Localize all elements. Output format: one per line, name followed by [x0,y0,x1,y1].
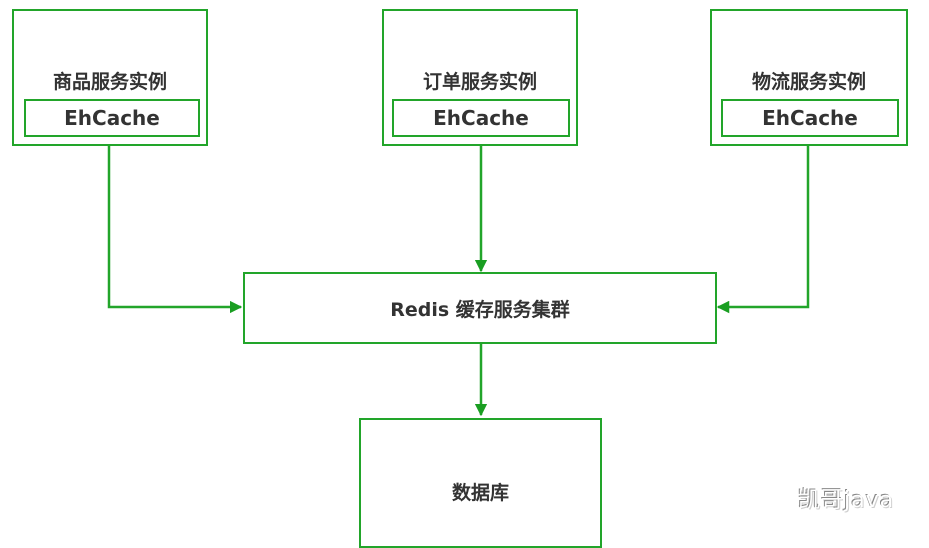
service-box-product[interactable]: 商品服务实例 EhCache [12,9,208,146]
connector-product-to-redis [107,146,243,314]
watermark: 凯哥java [798,488,895,513]
service-box-order[interactable]: 订单服务实例 EhCache [382,9,578,146]
service-label: 订单服务实例 [422,71,537,93]
service-box-logistics[interactable]: 物流服务实例 EhCache [710,9,908,146]
ehcache-box[interactable]: EhCache [721,99,899,137]
ehcache-box[interactable]: EhCache [24,99,200,137]
ehcache-box[interactable]: EhCache [392,99,570,137]
connectors [107,146,810,417]
service-label: 商品服务实例 [52,71,167,93]
database-label: 数据库 [451,482,509,504]
service-label: 物流服务实例 [751,71,866,93]
redis-cluster-label: Redis 缓存服务集群 [390,298,570,321]
database-box[interactable]: 数据库 [359,418,602,548]
connector-logistics-to-redis [716,146,810,314]
redis-cluster-box[interactable]: Redis 缓存服务集群 [243,272,717,344]
